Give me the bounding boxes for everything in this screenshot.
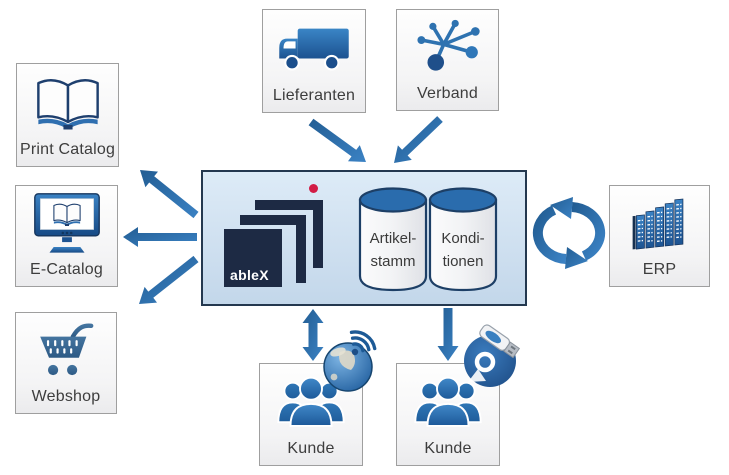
server-panel-stripes bbox=[646, 215, 653, 242]
node-kunde-offline: Kunde bbox=[396, 363, 500, 466]
sync-arrows-icon bbox=[532, 197, 606, 269]
people-group-icon bbox=[277, 376, 345, 427]
arrow-center-to-kunde-offline bbox=[437, 308, 459, 361]
server-panel bbox=[635, 214, 645, 250]
server-panel-stripes bbox=[656, 211, 662, 242]
node-label: Verband bbox=[416, 85, 478, 102]
node-label: Webshop bbox=[31, 388, 101, 405]
server-rack-icon bbox=[632, 198, 683, 250]
shopping-cart-icon bbox=[40, 323, 94, 376]
node-label: ERP bbox=[642, 261, 677, 278]
people-group-icon bbox=[414, 376, 482, 427]
node-label: Lieferanten bbox=[272, 87, 356, 104]
node-verband: Verband bbox=[396, 9, 499, 111]
database-cylinder-icon bbox=[428, 187, 498, 292]
node-e-catalog: E-Catalog bbox=[15, 185, 118, 287]
database-label: Artikel- stamm bbox=[369, 230, 417, 271]
arrow-center-to-webshop bbox=[139, 255, 199, 304]
ablex-logo: ableX bbox=[203, 172, 333, 304]
logo-text: ableX bbox=[230, 267, 269, 283]
database-label: Kondi- tionen bbox=[441, 230, 485, 271]
server-panel bbox=[673, 198, 683, 246]
logo-square: ableX bbox=[224, 229, 282, 287]
truck-icon bbox=[279, 28, 349, 71]
logo-red-dot bbox=[309, 184, 318, 193]
arrow-center-to-ecatalog bbox=[123, 227, 197, 247]
database-cylinder-icon bbox=[358, 187, 428, 292]
arrow-center-kunde-online bbox=[302, 309, 324, 361]
node-label: Kunde bbox=[424, 440, 472, 457]
arrow-center-to-print-catalog bbox=[140, 170, 199, 219]
arrow-lieferanten-to-center bbox=[308, 118, 366, 162]
database-konditionen: Kondi- tionen bbox=[428, 185, 498, 293]
logo-bracket-middle bbox=[240, 215, 306, 283]
node-kunde-online: Kunde bbox=[259, 363, 363, 466]
logo-bracket-outer bbox=[255, 200, 323, 268]
database-artikelstamm: Artikel- stamm bbox=[358, 185, 428, 293]
node-label: Kunde bbox=[287, 440, 335, 457]
monitor-book-icon bbox=[33, 193, 100, 253]
network-icon bbox=[416, 19, 480, 71]
arrow-verband-to-center bbox=[394, 116, 443, 163]
node-erp: ERP bbox=[609, 185, 710, 287]
server-panel-stripes bbox=[666, 207, 672, 238]
node-label: Print Catalog bbox=[19, 141, 116, 158]
open-book-icon bbox=[36, 78, 99, 131]
node-lieferanten: Lieferanten bbox=[262, 9, 366, 113]
server-panels-group bbox=[632, 198, 683, 250]
server-panel-stripes bbox=[637, 219, 643, 242]
node-print-catalog: Print Catalog bbox=[16, 63, 119, 167]
node-label: E-Catalog bbox=[30, 261, 103, 278]
node-webshop: Webshop bbox=[15, 312, 117, 414]
server-panel-stripes bbox=[675, 203, 681, 238]
center-system-panel: ableX Artikel- stamm Kondi- tionen bbox=[201, 170, 527, 306]
